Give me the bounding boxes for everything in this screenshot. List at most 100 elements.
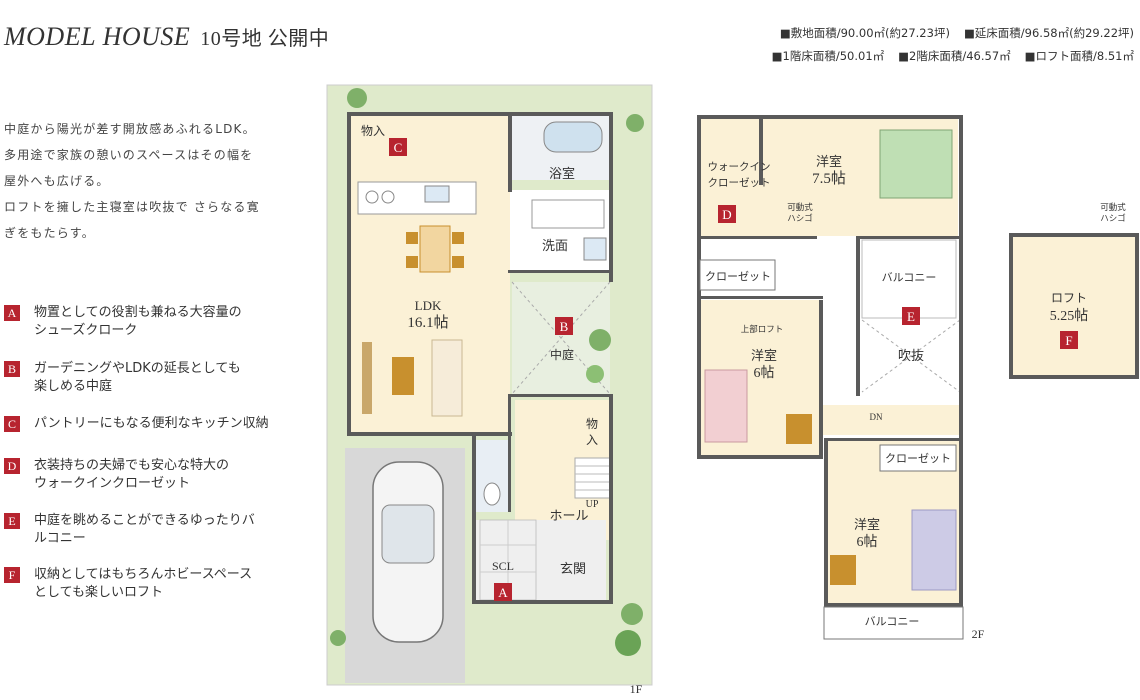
wash-label: 洗面 <box>542 238 568 253</box>
wall <box>1009 233 1139 237</box>
badge-e-label: E <box>907 309 915 324</box>
feature-badge: C <box>4 416 20 432</box>
ldk-label: LDK <box>415 298 442 313</box>
wall <box>697 455 823 459</box>
toilet-icon <box>483 482 501 506</box>
scl-label: SCL <box>492 559 514 573</box>
room2-desk <box>786 414 812 444</box>
bath-label: 浴室 <box>549 166 575 181</box>
tree-icon <box>621 603 643 625</box>
wall <box>697 115 701 459</box>
ladder-label-2: ハシゴ <box>787 213 813 223</box>
closet1-label: クローゼット <box>705 270 771 283</box>
wall <box>697 296 823 299</box>
wall <box>609 394 613 604</box>
tree-icon <box>586 365 604 383</box>
balcony2-label: バルコニー <box>865 615 920 628</box>
badge-d <box>718 205 736 223</box>
upper-loft-label: 上部ロフト <box>741 324 784 334</box>
wall <box>508 112 512 192</box>
void-label: 吹抜 <box>898 348 924 363</box>
courtyard-diagonal <box>511 281 611 395</box>
closet2-label: クローゼット <box>885 452 951 465</box>
floor2-plan: ウォークイン クローゼット 洋室 7.5帖 可動式 ハシゴ クローゼット バルコ… <box>697 115 985 641</box>
wash-basin <box>531 199 605 229</box>
ldk-floor <box>350 115 510 433</box>
wall <box>609 112 613 282</box>
feature-item-d: D 衣装持ちの夫婦でも安心な特大の ウォークインクローゼット <box>4 457 304 493</box>
area-summary: ■敷地面積/90.00㎡(約27.23坪)■延床面積/96.58㎡(約29.22… <box>758 22 1134 68</box>
badge-a <box>494 583 512 601</box>
tree-icon <box>347 88 367 108</box>
floor1-plan: 物入 浴室 洗面 LDK 16.1帖 中庭 物 入 UP ホール SCL 玄関 … <box>326 84 653 696</box>
courtyard-label: 中庭 <box>550 347 574 362</box>
sofa <box>431 339 463 417</box>
room3-label: 洋室 <box>854 517 880 532</box>
description-line: 屋外へも広げる。 <box>4 174 110 188</box>
stair-landing <box>822 405 962 435</box>
feature-badge: A <box>4 305 20 321</box>
closet2-box <box>879 444 957 472</box>
feature-badge: D <box>4 458 20 474</box>
loft-ladder-label-2: ハシゴ <box>1100 213 1126 223</box>
tree-icon <box>626 114 644 132</box>
wall <box>347 112 613 116</box>
badge-e <box>902 307 920 325</box>
title-sub: 10号地 公開中 <box>200 28 330 50</box>
master-label: 洋室 <box>816 154 842 169</box>
badge-f-label: F <box>1065 333 1072 348</box>
badge-a-label: A <box>498 585 508 600</box>
description-line: ぎをもたらす。 <box>4 226 95 240</box>
up-label: UP <box>586 499 599 510</box>
loft-floor <box>1012 236 1136 376</box>
master-bed <box>879 129 953 199</box>
wall <box>508 397 511 512</box>
description-line: ロフトを擁した主寝室は吹抜で さらなる寛 <box>4 200 260 214</box>
car-windshield <box>381 504 435 564</box>
feature-item-a: A 物置としての役割も兼ねる大容量の シューズクローク <box>4 304 304 340</box>
dining-table <box>419 225 451 273</box>
ladder-label-1: 可動式 <box>787 202 813 212</box>
wall <box>759 115 763 185</box>
feature-text: 物置としての役割も兼ねる大容量の シューズクローク <box>34 305 242 338</box>
wall <box>959 115 963 240</box>
wall <box>347 432 512 436</box>
description-line: 中庭から陽光が差す開放感あふれるLDK。 <box>4 122 256 136</box>
feature-text: パントリーにもなる便利なキッチン収納 <box>34 416 269 431</box>
wic-label-2: クローゼット <box>708 177 771 189</box>
storage2-label-bottom: 入 <box>586 433 598 447</box>
balcony-bottom <box>823 606 964 640</box>
feature-badge: B <box>4 361 20 377</box>
room2-label: 洋室 <box>751 348 777 363</box>
loft-size-label: 5.25帖 <box>1050 308 1089 324</box>
wall <box>1009 233 1013 379</box>
room3-desk <box>830 555 856 585</box>
stove-icon <box>365 190 379 204</box>
wall <box>1135 233 1139 379</box>
balcony1-label: バルコニー <box>882 271 937 284</box>
room3-size-label: 6帖 <box>857 534 878 550</box>
wall <box>697 115 963 119</box>
description-line: 多用途で家族の憩いのスペースはその幅を <box>4 148 254 162</box>
floor1-area: ■1階床面積/50.01㎡ <box>771 49 885 63</box>
dn-label: DN <box>870 412 883 422</box>
room3-bed <box>911 509 957 591</box>
wic-label-1: ウォークイン <box>708 161 771 173</box>
feature-text: 中庭を眺めることができるゆったりバ ルコニー <box>34 513 255 546</box>
stove-icon <box>381 190 395 204</box>
closet1-box <box>699 259 776 291</box>
void-diagonal <box>861 319 961 393</box>
sink-icon <box>424 185 450 203</box>
feature-text: 衣装持ちの夫婦でも安心な特大の ウォークインクローゼット <box>34 458 230 491</box>
tv-board <box>362 342 372 414</box>
kitchen-counter <box>357 181 477 215</box>
wall <box>819 300 823 459</box>
badge-b <box>555 317 573 335</box>
coffee-table <box>392 357 414 395</box>
floor1-label: 1F <box>630 682 643 696</box>
wall <box>856 236 860 396</box>
